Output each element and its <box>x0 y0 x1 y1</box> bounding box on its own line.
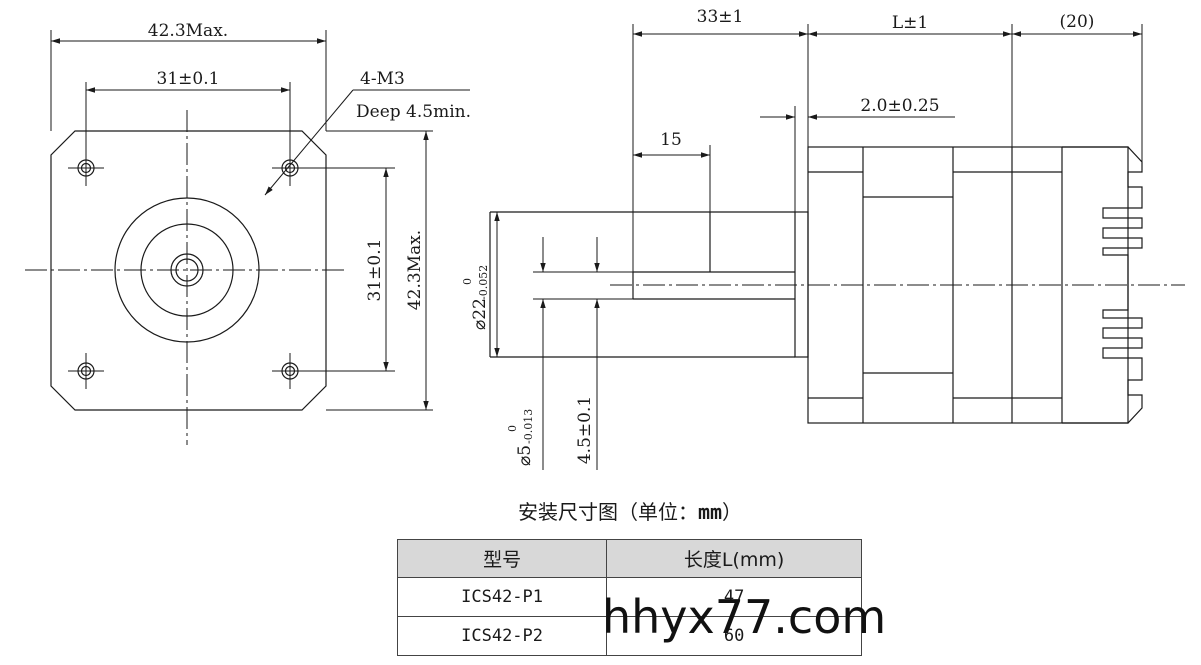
dim-boss-tol-lower: -0.052 <box>477 265 490 300</box>
dim-front-hole-v: 31±0.1 <box>365 239 385 302</box>
dim-flat-length: 15 <box>660 130 682 150</box>
dim-shaft-tol-lower: -0.013 <box>522 409 535 444</box>
table-header-row: 型号 长度L(mm) <box>396 539 862 578</box>
dim-boss-tol-upper: 0 <box>461 278 474 285</box>
model-length-table: 型号 长度L(mm) ICS42-P1 47 ICS42-P2 60 <box>396 539 862 656</box>
dim-shaft-diameter: ⌀5 <box>515 445 535 466</box>
rear-cap <box>1062 146 1143 424</box>
front-view: 42.3Max. 31±0.1 4-M3 Deep 4.5min. 31±0.1… <box>25 21 471 445</box>
dim-thread-depth: Deep 4.5min. <box>356 102 471 122</box>
mechanical-drawing: 42.3Max. 31±0.1 4-M3 Deep 4.5min. 31±0.1… <box>25 7 1185 470</box>
dim-rear-length: (20) <box>1060 12 1095 32</box>
shaft-outline <box>489 211 795 358</box>
table-cell-length: 60 <box>606 616 862 656</box>
dim-flat-depth: 4.5±0.1 <box>575 396 595 464</box>
dim-front-height: 42.3Max. <box>405 230 425 310</box>
side-view: 33±1 L±1 (20) 2.0±0.25 15 ⌀22 0 -0.052 ⌀… <box>461 7 1185 470</box>
table-row: ICS42-P1 47 <box>396 577 862 617</box>
dim-thread-spec: 4-M3 <box>360 69 405 89</box>
dim-boss-diameter: ⌀22 <box>470 298 490 330</box>
caption-close: ） <box>722 500 743 524</box>
caption-text: 安装尺寸图（单位： <box>517 500 698 524</box>
dim-body-length: L±1 <box>892 13 928 33</box>
dim-shaft-length: 33±1 <box>697 7 744 27</box>
dim-boss-height: 2.0±0.25 <box>860 96 939 116</box>
table-header-length: 长度L(mm) <box>606 539 862 578</box>
dim-front-hole-h: 31±0.1 <box>157 69 220 89</box>
table-cell-model: ICS42-P1 <box>396 577 608 617</box>
front-body-outline <box>50 130 327 411</box>
dim-front-width: 42.3Max. <box>148 21 228 41</box>
drawing-caption: 安装尺寸图（单位：mm） <box>400 496 860 525</box>
watermark: hhyx77.com <box>602 590 887 644</box>
table-cell-model: ICS42-P2 <box>396 616 608 656</box>
table-cell-length: 47 <box>606 577 862 617</box>
caption-unit: mm <box>697 500 723 524</box>
table-header-model: 型号 <box>396 539 608 578</box>
dim-shaft-tol-upper: 0 <box>506 425 519 432</box>
table-row: ICS42-P2 60 <box>396 616 862 656</box>
